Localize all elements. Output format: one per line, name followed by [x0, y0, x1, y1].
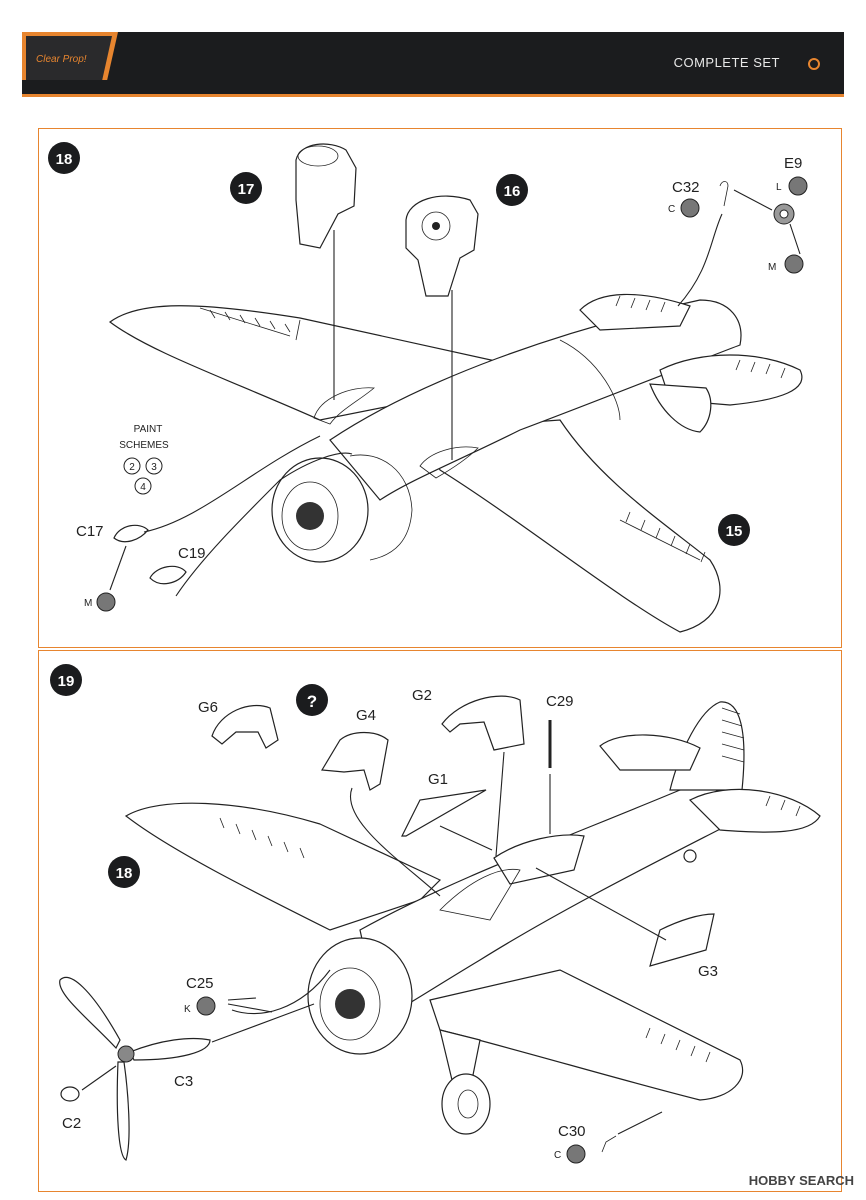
target-icon	[808, 58, 820, 70]
watermark: HOBBY SEARCH	[748, 1173, 854, 1188]
brand-logo: Clear Prop!	[22, 32, 118, 80]
page-title: COMPLETE SET	[673, 55, 780, 70]
step-19-panel	[38, 650, 842, 1192]
step-18-panel	[38, 128, 842, 648]
svg-text:Clear Prop!: Clear Prop!	[36, 54, 87, 65]
header-bar: Clear Prop! COMPLETE SET	[22, 32, 844, 97]
